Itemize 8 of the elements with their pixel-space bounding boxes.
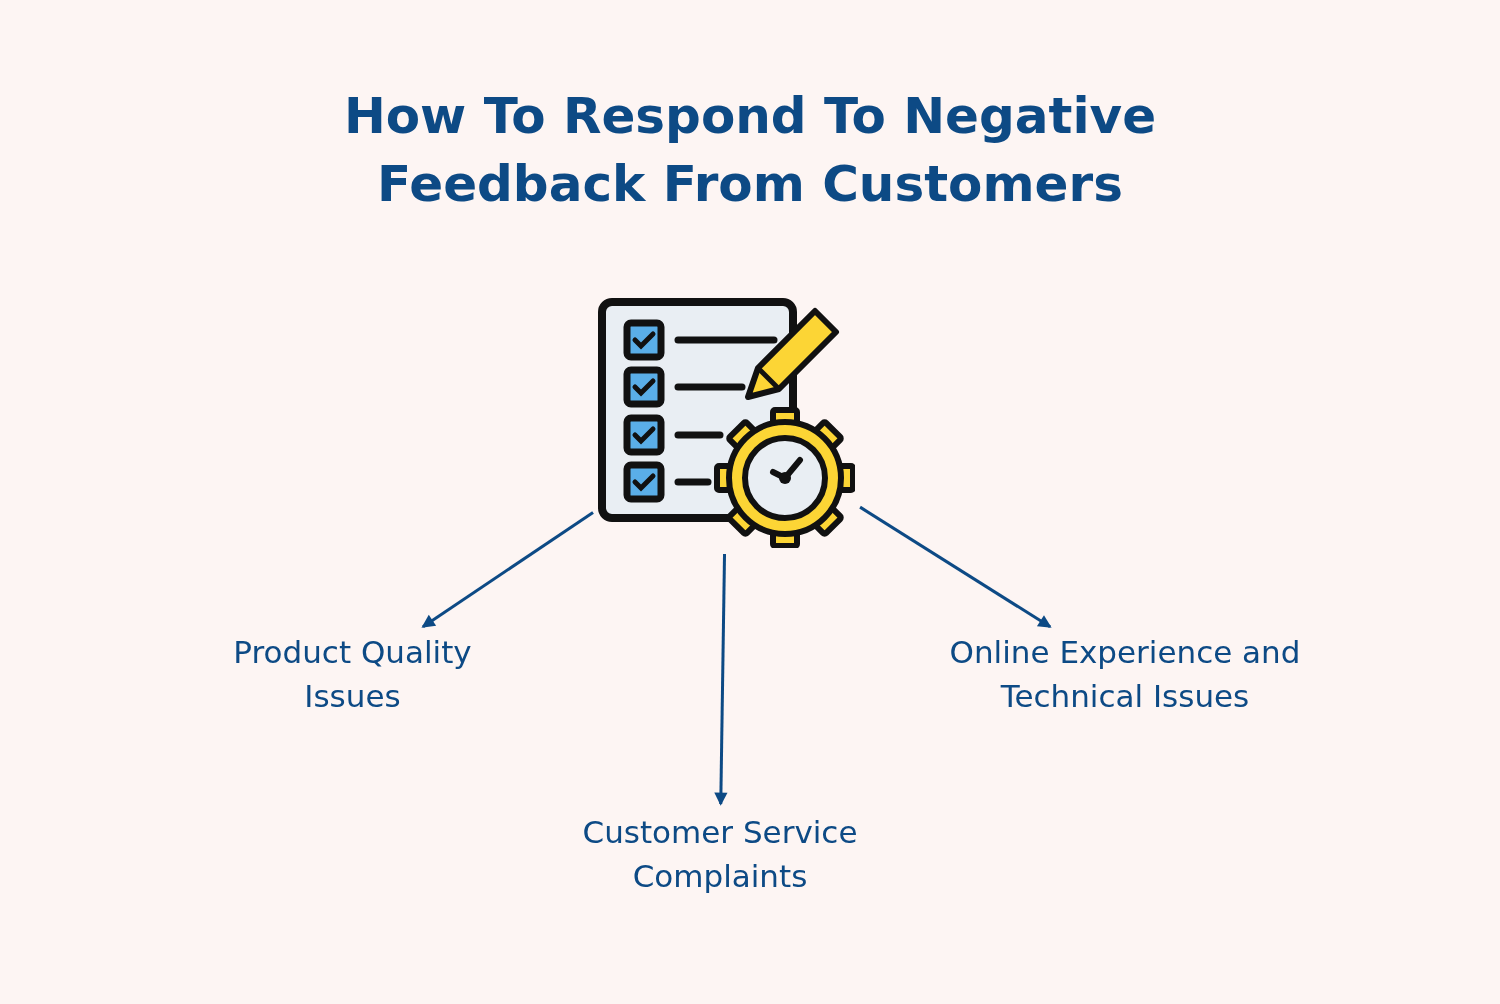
category-label: Online Experience and Technical Issues: [890, 630, 1360, 718]
category-label: Product Quality Issues: [200, 630, 505, 718]
checklist-gear-icon: [598, 298, 855, 548]
category-label: Customer Service Complaints: [545, 810, 895, 898]
title: How To Respond To Negative Feedback From Customers: [342, 86, 1158, 215]
arrow: [859, 505, 1052, 629]
arrow: [714, 553, 728, 806]
arrow: [421, 511, 594, 628]
